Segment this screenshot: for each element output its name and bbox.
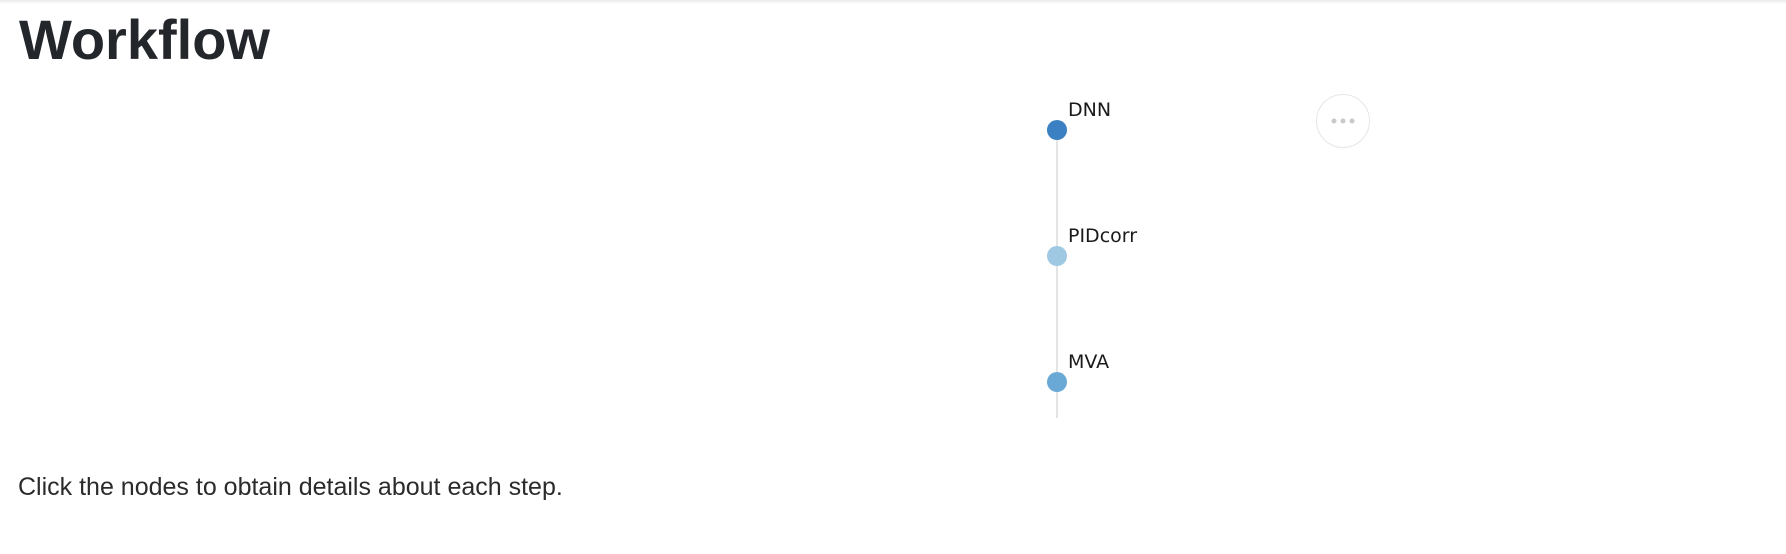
workflow-node-dnn[interactable]: DNN — [1046, 99, 1111, 141]
more-options-button[interactable] — [1316, 94, 1370, 148]
node-dot[interactable] — [1047, 120, 1067, 140]
workflow-node-mva[interactable]: MVA — [1046, 351, 1109, 393]
ellipsis-icon — [1331, 118, 1355, 124]
node-label: DNN — [1068, 99, 1112, 121]
workflow-graph: DNN PIDcorr MVA — [0, 80, 1786, 450]
node-dot[interactable] — [1047, 372, 1067, 392]
workflow-edge — [1056, 130, 1058, 418]
top-shadow — [0, 0, 1786, 4]
hint-text: Click the nodes to obtain details about … — [18, 473, 563, 501]
workflow-node-pidcorr[interactable]: PIDcorr — [1046, 225, 1137, 267]
node-label: PIDcorr — [1068, 225, 1138, 247]
node-dot[interactable] — [1047, 246, 1067, 266]
page-title: Workflow — [19, 8, 270, 71]
node-label: MVA — [1068, 351, 1110, 373]
